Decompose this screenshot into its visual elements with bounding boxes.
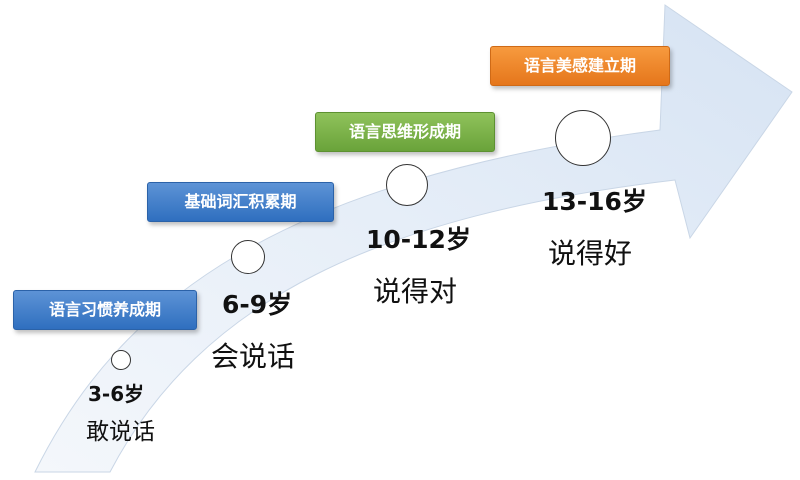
milestone-circle-1 bbox=[111, 350, 131, 370]
desc-label-2: 会说话 bbox=[211, 340, 296, 373]
stage-label-habit: 语言习惯养成期 bbox=[13, 290, 197, 330]
milestone-circle-2 bbox=[231, 240, 265, 274]
age-label-4: 13-16岁 bbox=[542, 187, 647, 216]
age-label-3: 10-12岁 bbox=[366, 225, 471, 254]
age-label-1: 3-6岁 bbox=[88, 382, 145, 406]
age-label-2: 6-9岁 bbox=[222, 290, 293, 319]
stage-label-thinking: 语言思维形成期 bbox=[315, 112, 495, 152]
desc-label-4: 说得好 bbox=[548, 237, 633, 270]
milestone-circle-3 bbox=[386, 164, 428, 206]
desc-label-1: 敢说话 bbox=[86, 419, 155, 445]
stage-label-aesthetic: 语言美感建立期 bbox=[490, 46, 670, 86]
stage-label-vocabulary: 基础词汇积累期 bbox=[147, 182, 334, 222]
desc-label-3: 说得对 bbox=[373, 275, 458, 308]
milestone-circle-4 bbox=[555, 110, 611, 166]
